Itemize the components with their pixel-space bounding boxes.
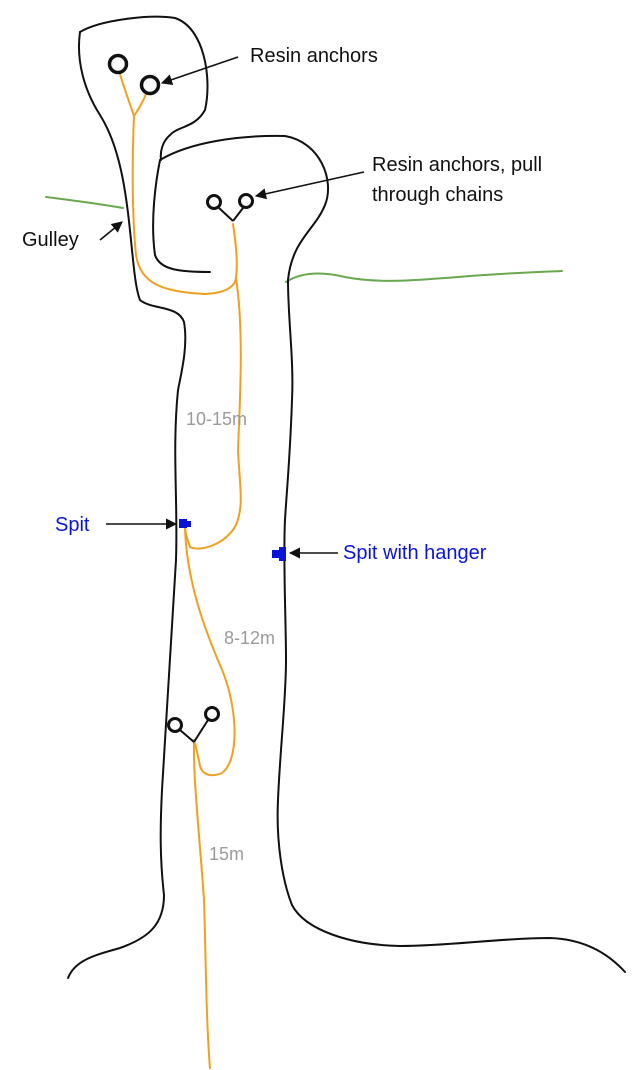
- label-resin-anchors-chains-line2: through chains: [372, 184, 503, 206]
- arrow-resin-anchors: [160, 56, 239, 86]
- rope-top-anchor-left: [119, 73, 135, 117]
- resin-anchor-lower-pair: [167, 706, 220, 743]
- label-pitch-3-length: 15m: [209, 844, 244, 864]
- spit-with-hanger-marker: [272, 547, 286, 561]
- rope-gulley-descent: [131, 115, 237, 295]
- rope-chain-tail: [232, 223, 238, 279]
- spit-marker: [179, 519, 191, 528]
- cave-wall-ledge: [152, 134, 330, 521]
- label-spit-with-hanger: Spit with hanger: [343, 542, 487, 564]
- label-gulley: Gulley: [22, 229, 79, 251]
- resin-anchor-top-left: [107, 53, 129, 75]
- cave-wall-left: [67, 31, 187, 979]
- arrow-resin-anchors-chains: [254, 171, 365, 200]
- rope-top-anchor-right: [133, 93, 147, 117]
- label-resin-anchors-chains-line1: Resin anchors, pull: [372, 154, 542, 176]
- label-spit: Spit: [55, 514, 90, 536]
- resin-anchor-top-right: [139, 74, 161, 96]
- rope-pitch-2: [184, 525, 236, 777]
- label-pitch-2-length: 8-12m: [224, 628, 275, 648]
- label-pitch-1-length: 10-15m: [186, 409, 247, 429]
- cave-wall-upper-pocket: [79, 15, 209, 161]
- rope-pitch-3: [192, 739, 211, 1069]
- cave-wall-right: [276, 519, 626, 973]
- label-resin-anchors: Resin anchors: [250, 45, 378, 67]
- rope-pitch-1: [184, 277, 242, 550]
- ground-line-left: [45, 196, 124, 209]
- ground-line-right: [285, 270, 563, 283]
- arrow-gulley: [99, 221, 123, 241]
- resin-anchor-chains-pair: [206, 193, 254, 222]
